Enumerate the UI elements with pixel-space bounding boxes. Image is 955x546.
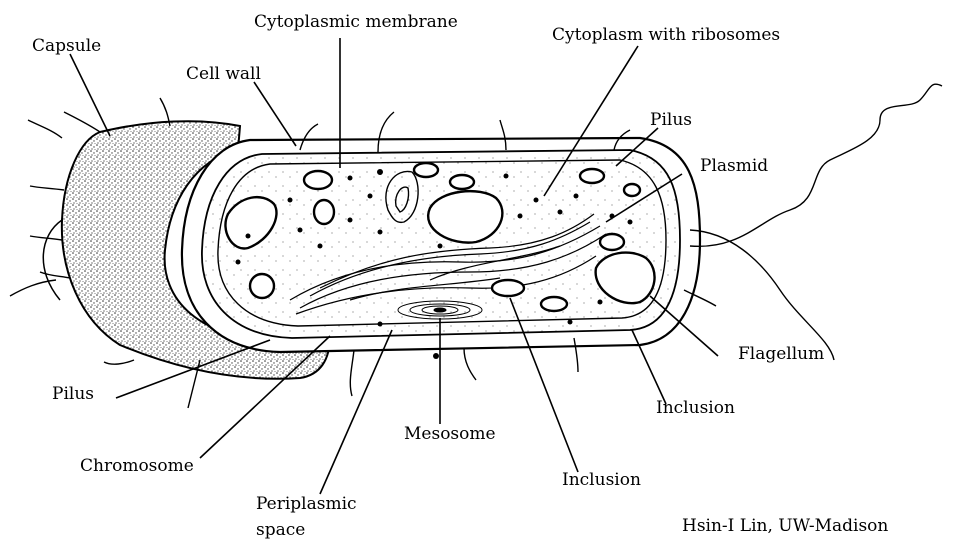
label-credit: Hsin-I Lin, UW-Madison bbox=[682, 518, 888, 535]
label-inclusion-bottom: Inclusion bbox=[562, 472, 641, 489]
label-capsule: Capsule bbox=[32, 38, 101, 55]
label-pilus-top: Pilus bbox=[650, 112, 692, 129]
label-periplasmic-space-line1: Periplasmic bbox=[256, 496, 357, 513]
label-plasmid: Plasmid bbox=[700, 158, 768, 175]
flagella bbox=[684, 84, 942, 360]
label-cytoplasmic-membrane: Cytoplasmic membrane bbox=[254, 14, 458, 31]
label-chromosome: Chromosome bbox=[80, 458, 194, 475]
label-cytoplasm-with-ribosomes: Cytoplasm with ribosomes bbox=[552, 27, 780, 44]
label-periplasmic-space-line2: space bbox=[256, 522, 305, 539]
label-inclusion-right: Inclusion bbox=[656, 400, 735, 417]
label-pilus-left: Pilus bbox=[52, 386, 94, 403]
label-mesosome: Mesosome bbox=[404, 426, 496, 443]
label-flagellum: Flagellum bbox=[738, 346, 824, 363]
label-cell-wall: Cell wall bbox=[186, 66, 261, 83]
